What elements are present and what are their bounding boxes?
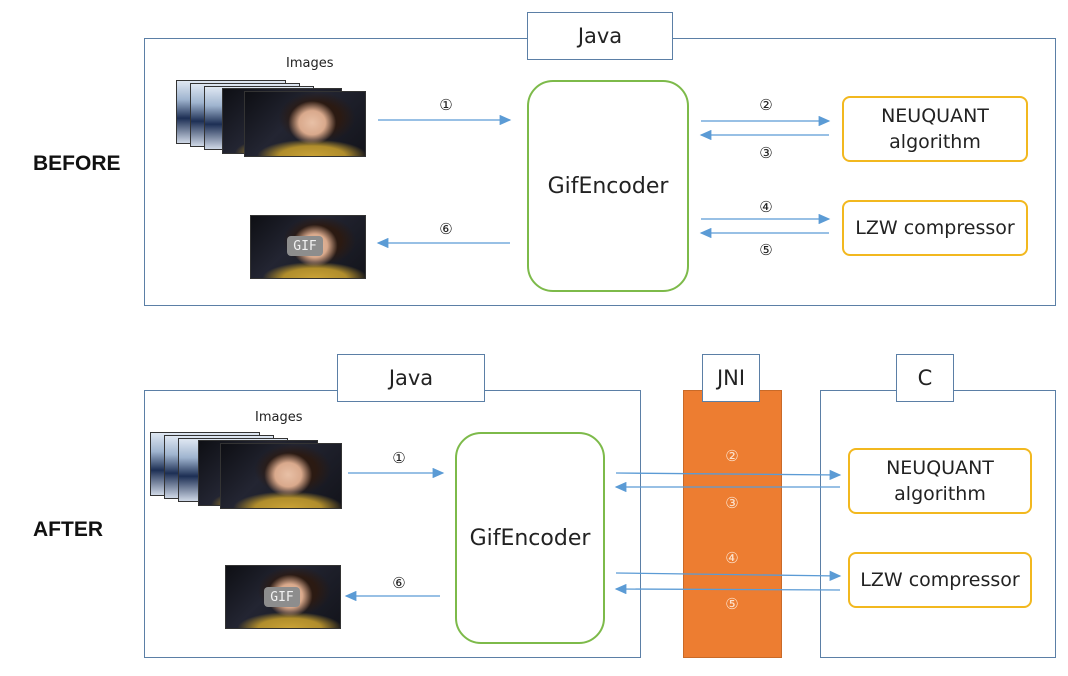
before-step-5: ⑤ — [759, 241, 773, 259]
before-label: BEFORE — [33, 152, 121, 175]
before-step-6: ⑥ — [439, 220, 453, 238]
before-gifencoder: GifEncoder — [527, 80, 689, 292]
before-java-tag: Java — [527, 12, 673, 60]
after-label: AFTER — [33, 518, 103, 541]
after-gif-output: GIF — [225, 565, 341, 629]
neuquant-label: NEUQUANT algorithm — [886, 457, 994, 505]
gif-badge: GIF — [264, 587, 300, 607]
after-neuquant-box: NEUQUANT algorithm — [848, 448, 1032, 514]
before-lzw-box: LZW compressor — [842, 200, 1028, 256]
before-step-2: ② — [759, 96, 773, 114]
after-java-tag: Java — [337, 354, 485, 402]
c-container — [820, 390, 1056, 658]
arrow-after-4 — [615, 570, 842, 582]
before-gif-output: GIF — [250, 215, 366, 279]
after-step-2: ② — [725, 447, 739, 465]
c-tag: C — [896, 354, 954, 402]
jni-bar — [683, 390, 782, 658]
arrow-after-5 — [614, 583, 841, 595]
before-neuquant-box: NEUQUANT algorithm — [842, 96, 1028, 162]
before-step-4: ④ — [759, 198, 773, 216]
before-step-3: ③ — [759, 144, 773, 162]
gif-badge: GIF — [287, 236, 323, 256]
before-image-stack — [176, 80, 366, 158]
after-step-6: ⑥ — [392, 574, 406, 592]
image-frame — [220, 443, 342, 509]
after-lzw-box: LZW compressor — [848, 552, 1032, 608]
image-frame — [244, 91, 366, 157]
after-step-4: ④ — [725, 549, 739, 567]
after-step-1: ① — [392, 449, 406, 467]
after-step-5: ⑤ — [725, 595, 739, 613]
neuquant-label: NEUQUANT algorithm — [881, 105, 989, 153]
before-images-label: Images — [286, 56, 334, 71]
arrow-after-2 — [615, 469, 842, 481]
after-step-3: ③ — [725, 494, 739, 512]
after-gifencoder: GifEncoder — [455, 432, 605, 644]
before-step-1: ① — [439, 96, 453, 114]
after-images-label: Images — [255, 410, 303, 425]
after-image-stack — [150, 432, 342, 510]
jni-tag: JNI — [702, 354, 760, 402]
